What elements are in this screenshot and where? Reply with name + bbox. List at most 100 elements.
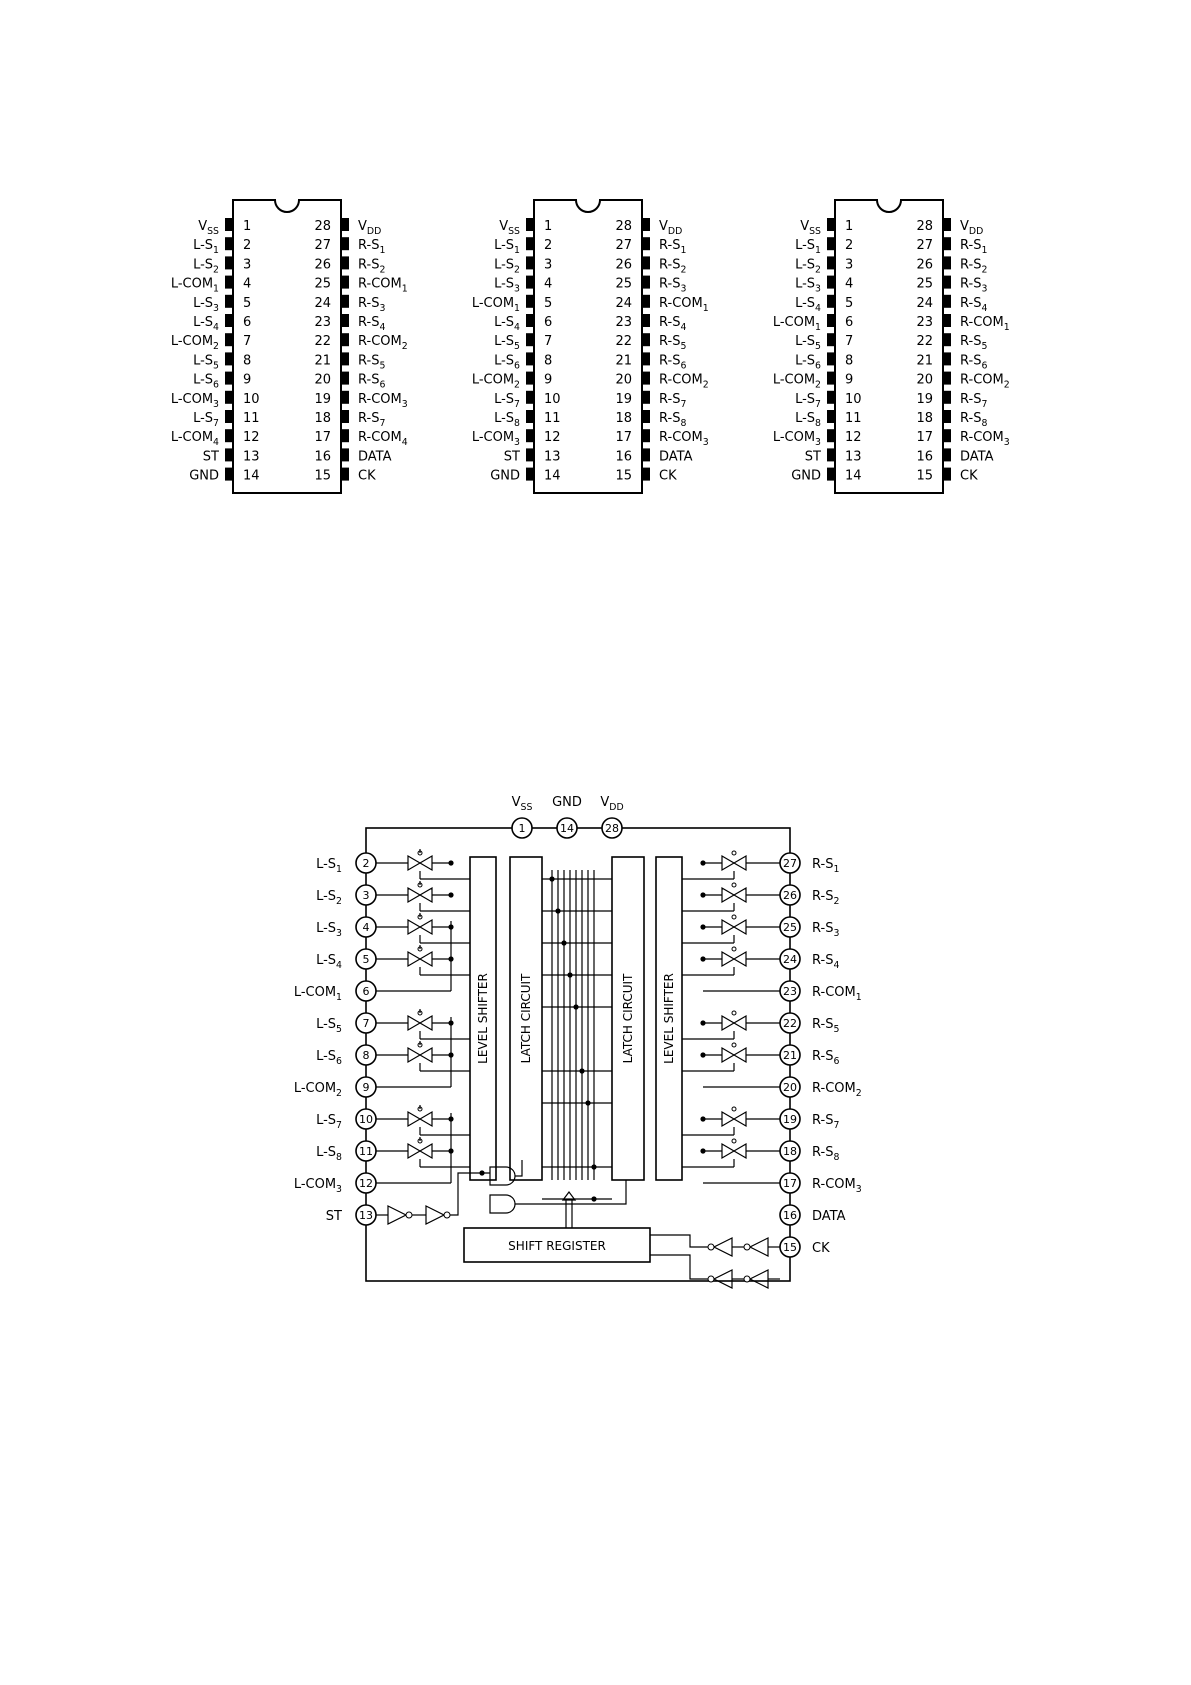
pin-23 [943, 314, 951, 327]
pin-number: 25 [314, 277, 331, 292]
pin-14 [225, 467, 233, 481]
pin-number: 22 [783, 1017, 797, 1030]
transmission-gate [721, 886, 747, 904]
pin-label: R-S7 [358, 411, 385, 429]
junction-dot [448, 860, 454, 866]
pin-7 [225, 333, 233, 347]
pin-label: L-S8 [795, 411, 821, 429]
pin-number: 16 [615, 449, 632, 464]
pin-7 [827, 333, 835, 347]
pin-number: 10 [544, 392, 561, 407]
pin-label: VSS [499, 219, 520, 237]
pin-label: R-COM1 [358, 277, 408, 295]
pin-label: R-S3 [659, 277, 686, 295]
left-pin-row: 6L-COM1 [294, 921, 452, 1003]
pin-1 [827, 218, 835, 231]
pin-5 [526, 294, 534, 308]
pin-label: L-S7 [494, 392, 520, 410]
pin-label: L-COM4 [171, 430, 219, 448]
junction-dot [585, 1100, 591, 1106]
dip28-package-2: 1VSS2L-S13L-S24L-S35L-COM16L-S47L-S58L-S… [472, 199, 709, 494]
pin-number: 9 [544, 373, 552, 388]
pin-label: R-S4 [960, 296, 987, 314]
pin-10 [827, 390, 835, 404]
pin-number: 14 [845, 469, 862, 484]
gate-bubble [731, 1106, 737, 1112]
gate-bubble [731, 914, 737, 920]
pin-18 [943, 410, 951, 423]
pin-label: CK [960, 469, 978, 484]
pin-15 [943, 467, 951, 481]
junction-dot [700, 1020, 706, 1026]
pin-20 [642, 371, 650, 385]
pin-number: 4 [544, 277, 552, 292]
buffer-symbol [712, 1269, 733, 1289]
pin-label: R-S6 [812, 1049, 839, 1067]
pin-number: 8 [363, 1049, 370, 1062]
pin-25 [642, 275, 650, 289]
inverter-bubble [707, 1275, 715, 1283]
pin-22 [642, 333, 650, 347]
pin-label: L-S3 [795, 277, 821, 295]
pin-label: L-S5 [193, 353, 219, 371]
pin-10 [526, 390, 534, 404]
pin-14 [827, 467, 835, 481]
pin-number: 9 [845, 373, 853, 388]
transmission-gate [721, 950, 747, 968]
block-label: LEVEL SHIFTER [662, 973, 676, 1064]
pin-19 [341, 390, 349, 404]
pin-21 [943, 352, 951, 366]
pin-number: 21 [916, 353, 933, 368]
pin-number: 7 [363, 1017, 370, 1030]
pin-label: L-S1 [795, 238, 821, 256]
pin-number: 15 [314, 469, 331, 484]
left-pin-row: 8L-S6 [316, 1041, 470, 1072]
pin-25 [341, 275, 349, 289]
pin-number: 12 [243, 430, 260, 445]
pin-1 [526, 218, 534, 231]
block-box [509, 856, 543, 1181]
pin-number: 15 [783, 1241, 797, 1254]
pin-label: VDD [358, 219, 381, 237]
pin-number: 13 [243, 449, 260, 464]
pin-number: 15 [916, 469, 933, 484]
pin-number: 2 [845, 238, 853, 253]
pin-label: L-S2 [494, 257, 520, 275]
pin-18 [341, 410, 349, 423]
pin-number: 20 [615, 373, 632, 388]
pin-number: 14 [560, 822, 574, 835]
pin-number: 3 [845, 257, 853, 272]
pin-13 [225, 448, 233, 462]
pin-number: 27 [615, 238, 632, 253]
junction-dot [700, 924, 706, 930]
left-pin-row: 7L-S5 [316, 1009, 470, 1040]
shift-register: SHIFT REGISTER [463, 1227, 651, 1263]
pin-5 [225, 294, 233, 308]
pin-label: R-S8 [659, 411, 686, 429]
pin-24 [943, 294, 951, 308]
pin-label: R-S2 [960, 257, 987, 275]
pin-number: 11 [359, 1145, 373, 1158]
pin-13 [827, 448, 835, 462]
inverter-bubble [707, 1243, 715, 1251]
pin-label: L-S3 [494, 277, 520, 295]
buffer-symbol [748, 1237, 769, 1257]
pin-label: ST [326, 1209, 342, 1224]
pin-number: 21 [314, 353, 331, 368]
pin-label: CK [812, 1241, 830, 1256]
pin-15 [341, 467, 349, 481]
pin-label: VSS [198, 219, 219, 237]
junction-dot [567, 972, 573, 978]
pin-17 [642, 429, 650, 443]
pin-9 [827, 371, 835, 385]
pin-13 [526, 448, 534, 462]
pin-number: 1 [243, 219, 251, 234]
pin-8 [526, 352, 534, 366]
pin-label: R-S4 [358, 315, 385, 333]
pin-label: GND [791, 469, 821, 484]
pin-1 [511, 817, 533, 839]
pin-number: 17 [916, 430, 933, 445]
pin-4 [526, 275, 534, 289]
